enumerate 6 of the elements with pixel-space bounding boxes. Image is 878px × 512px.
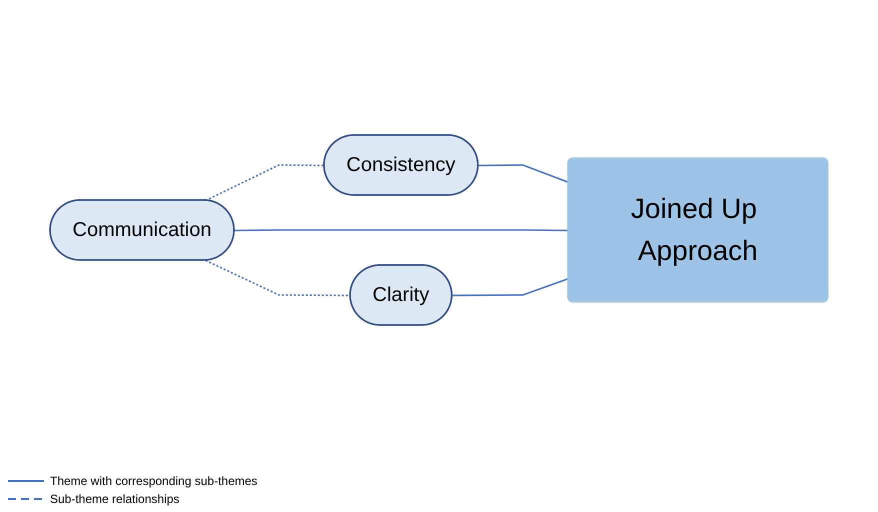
legend-text: Sub-theme relationships [50, 492, 180, 506]
connector [234, 229, 568, 232]
connector [478, 164, 569, 183]
connector [205, 260, 351, 296]
legend-text: Theme with corresponding sub-themes [50, 474, 258, 488]
connector [452, 278, 569, 296]
